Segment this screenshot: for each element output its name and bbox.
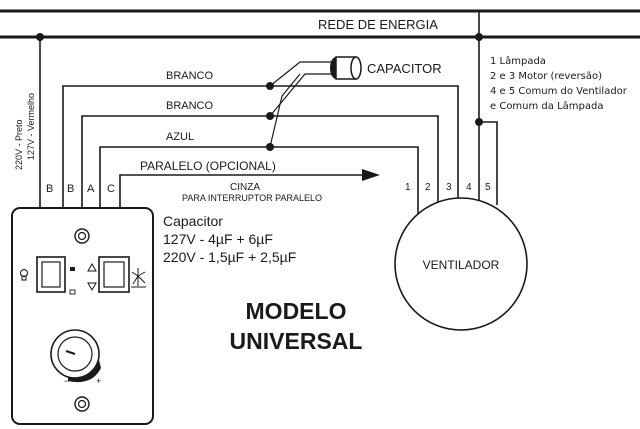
dial-scale <box>68 360 101 383</box>
capacitor-spec-title: Capacitor <box>163 213 223 229</box>
bottom-screw <box>74 396 90 412</box>
legend-line-4: e Comum da Lâmpada <box>490 100 603 112</box>
arrow-head <box>362 169 380 181</box>
wire-label-azul: AZUL <box>166 131 194 143</box>
fan-terminal-4: 4 <box>466 182 472 193</box>
supply-wire: 220V - Preto 127V - Vermelho <box>14 33 44 208</box>
control-plate <box>11 207 154 425</box>
fan: 1 2 3 4 5 VENTILADOR <box>394 176 528 331</box>
switch-off-mark <box>69 289 76 295</box>
fan-terminal-3: 3 <box>446 182 452 193</box>
network-label: REDE DE ENERGIA <box>318 17 438 32</box>
wire-label-branco-1: BRANCO <box>166 70 214 82</box>
wire-label-paralelo: PARALELO (OPCIONAL) <box>140 159 276 173</box>
light-switch[interactable] <box>19 256 76 295</box>
legend-line-3: 4 e 5 Comum do Ventilador <box>490 86 628 97</box>
capacitor-spec: Capacitor 127V - 4µF + 6µF 220V - 1,5µF … <box>163 213 296 265</box>
capacitor-spec-line-2: 220V - 1,5µF + 2,5µF <box>163 249 296 265</box>
wire-neutral <box>475 11 498 176</box>
top-screw <box>74 228 90 244</box>
capacitor-end <box>350 56 362 80</box>
wire-label-cinza-sub: PARA INTERRUPTOR PARALELO <box>182 193 322 203</box>
fan-icon <box>131 268 146 288</box>
power-network: REDE DE ENERGIA <box>0 9 640 39</box>
model-title-line-1: MODELO <box>246 298 347 324</box>
control-terminal-b1: B <box>46 183 53 195</box>
wire-branco-1: BRANCO <box>62 70 459 208</box>
reverse-switch[interactable] <box>87 256 146 293</box>
wire-branco-2: BRANCO <box>81 100 439 208</box>
fan-terminal-5: 5 <box>485 182 491 193</box>
fan-terminal-2: 2 <box>425 182 431 193</box>
reverse-arrows-icon <box>87 262 97 292</box>
wall-control: − + <box>11 207 154 425</box>
control-terminal-a: A <box>87 183 95 195</box>
capacitor-spec-line-1: 127V - 4µF + 6µF <box>163 231 273 247</box>
dial-minus-mark: − <box>64 376 69 386</box>
control-terminals: B B A C <box>46 183 115 195</box>
wire-azul: AZUL <box>99 131 419 208</box>
control-terminal-b2: B <box>67 183 74 195</box>
legend-line-1: 1 Lâmpada <box>490 55 546 67</box>
model-title: MODELO UNIVERSAL <box>230 298 363 354</box>
dial-plus-mark: + <box>96 376 101 386</box>
switch-on-mark <box>70 267 75 271</box>
fan-body <box>394 197 528 331</box>
fan-terminal-1: 1 <box>405 182 411 193</box>
wire-cinza: PARALELO (OPCIONAL) CINZA PARA INTERRUPT… <box>119 159 380 208</box>
supply-note-1: 220V - Preto <box>14 119 24 170</box>
capacitor-label: CAPACITOR <box>367 61 442 76</box>
wire-label-cinza: CINZA <box>230 182 260 193</box>
speed-dial[interactable]: − + <box>50 329 101 386</box>
wire-label-branco-2: BRANCO <box>166 100 214 112</box>
legend-line-2: 2 e 3 Motor (reversão) <box>490 71 602 82</box>
bulb-icon <box>19 268 29 281</box>
terminal-legend: 1 Lâmpada 2 e 3 Motor (reversão) 4 e 5 C… <box>490 55 628 112</box>
fan-label: VENTILADOR <box>423 258 500 272</box>
control-terminal-c: C <box>107 183 115 195</box>
capacitor: CAPACITOR <box>269 56 442 148</box>
model-title-line-2: UNIVERSAL <box>230 328 363 354</box>
dial-pointer <box>65 350 76 355</box>
supply-note-2: 127V - Vermelho <box>26 93 36 160</box>
